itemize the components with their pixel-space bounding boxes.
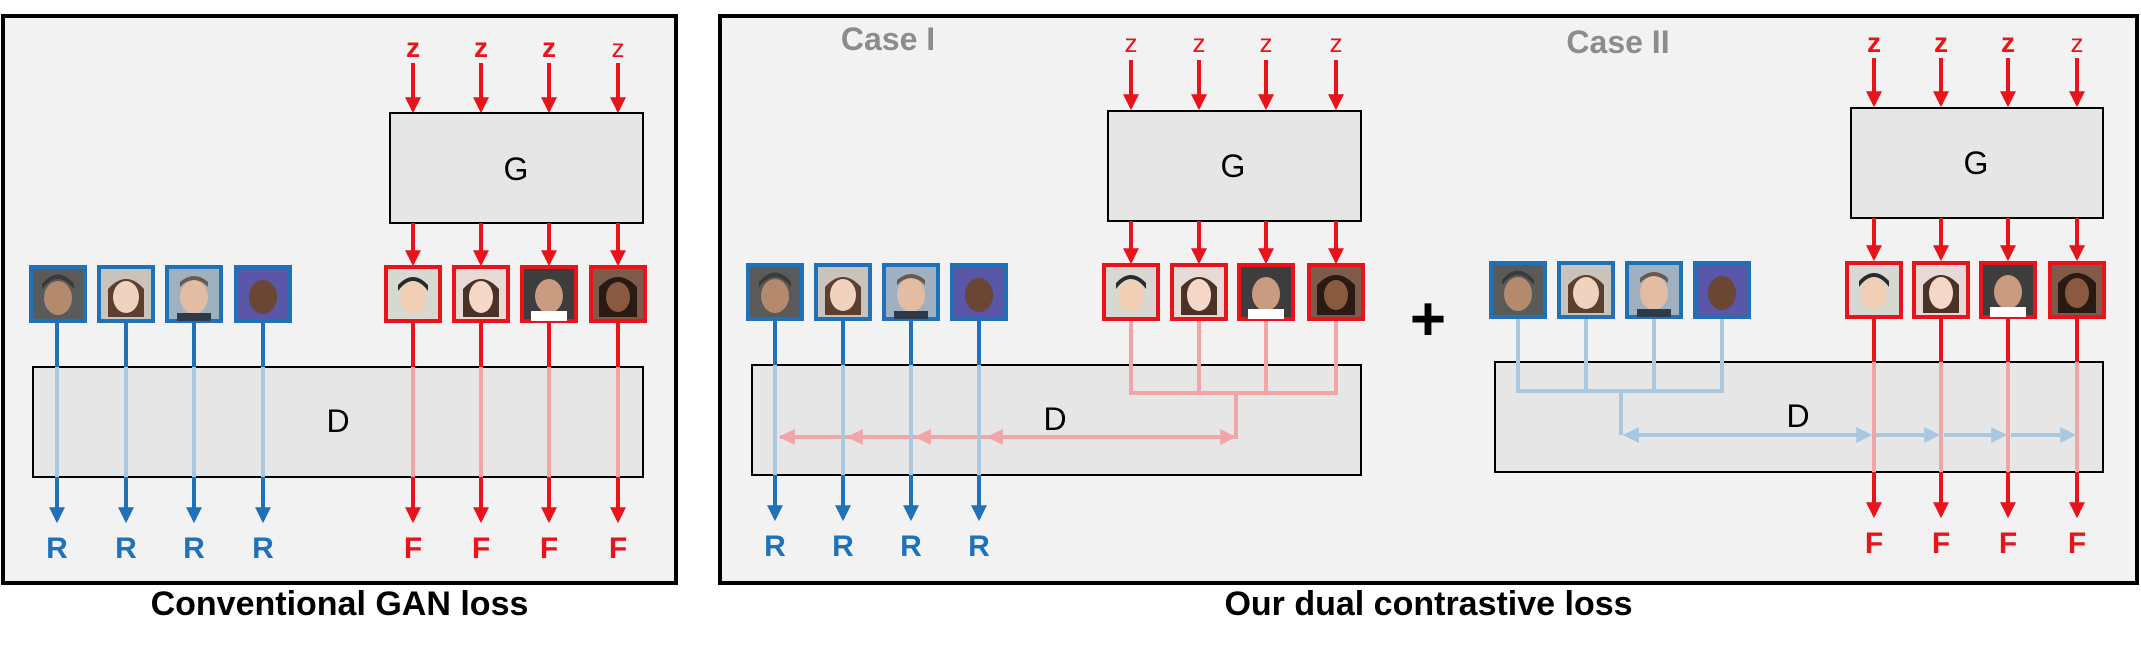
face-photo-icon [1557,261,1615,319]
discriminator-label: D [326,403,349,439]
case1-discriminator-label: D [1043,401,1066,437]
real-output-label: R [968,530,990,563]
case1-real-images [746,263,1008,321]
real-output-label: R [183,532,205,565]
face-photo-icon [882,263,940,321]
left-fake-paths [405,323,626,524]
case2-generator-output-arrows [1866,218,2085,262]
generator-box [389,112,644,224]
fake-output-label: F [1932,527,1950,560]
left-real-paths [49,323,271,524]
face-photo-icon [452,265,510,323]
case1-discriminator-box [751,364,1362,476]
face-photo-icon [234,265,292,323]
face-photo-icon [1489,261,1547,319]
case1-noise-inputs: z z z z [1123,28,1344,111]
face-photo-icon [746,263,804,321]
noise-label: z [2071,28,2084,58]
case2-title: Case II [1566,24,1669,60]
left-real-images [29,265,292,323]
fake-output-label: F [540,532,558,565]
left-fake-images [384,265,647,323]
face-photo-icon [384,265,442,323]
face-photo-icon [2048,261,2106,319]
left-outputs: R R R R F F F F [46,532,627,565]
face-photo-icon [1102,263,1160,321]
noise-label: z [2001,27,2015,58]
generator-output-arrows [405,223,626,267]
case2-generator-label: G [1964,145,1989,181]
case1-title: Case I [841,21,935,57]
case2-fake-images [1845,261,2106,319]
real-output-label: R [764,530,786,563]
face-photo-icon [1845,261,1903,319]
case1-real-paths [767,320,987,522]
noise-label: z [1193,28,1206,58]
fake-output-label: F [472,532,490,565]
face-photo-icon [520,265,578,323]
combine-plus-symbol: + [1410,285,1446,354]
fake-output-label: F [1999,527,2017,560]
real-output-label: R [900,530,922,563]
face-photo-icon [165,265,223,323]
face-photo-icon [1625,261,1683,319]
case1-fake-images [1102,263,1365,321]
noise-label: z [406,32,420,63]
face-photo-icon [1979,261,2037,319]
noise-label: z [612,33,625,63]
fake-output-label: F [404,532,422,565]
face-photo-icon [1912,261,1970,319]
face-photo-icon [1237,263,1295,321]
generator-label: G [504,151,529,187]
case2-noise-inputs: z z z z [1866,27,2085,108]
fake-output-label: F [609,532,627,565]
face-photo-icon [589,265,647,323]
case2-real-images [1489,261,1751,319]
case2-discriminator-label: D [1786,398,1809,434]
real-output-label: R [252,532,274,565]
noise-label: z [1867,27,1881,58]
case1-generator-output-arrows [1123,221,1344,265]
case2-fake-paths [1866,318,2085,519]
noise-label: z [542,32,556,63]
face-photo-icon [29,265,87,323]
case1-outputs: R R R R [764,530,990,563]
noise-label: z [474,32,488,63]
real-output-label: R [46,532,68,565]
case1-fake-aggregation [778,320,1338,445]
real-output-label: R [115,532,137,565]
case2-discriminator-box [1494,361,2104,473]
fake-output-label: F [2068,527,2086,560]
left-panel-caption: Conventional GAN loss [150,585,529,623]
face-photo-icon [1693,261,1751,319]
case2-real-aggregation [1516,318,2077,443]
case2-generator-box [1850,107,2104,219]
face-photo-icon [1170,263,1228,321]
right-panel-caption: Our dual contrastive loss [1224,585,1633,623]
face-photo-icon [814,263,872,321]
noise-label: z [1934,27,1948,58]
face-photo-icon [1307,263,1365,321]
left-noise-inputs: z z z z [405,32,626,114]
face-photo-icon [950,263,1008,321]
noise-label: z [1330,28,1343,58]
real-output-label: R [832,530,854,563]
discriminator-box [32,366,644,478]
fake-output-label: F [1865,527,1883,560]
case1-generator-label: G [1221,148,1246,184]
face-photo-icon [97,265,155,323]
noise-label: z [1260,28,1273,58]
noise-label: z [1125,28,1138,58]
case1-generator-box [1107,110,1362,222]
case2-outputs: F F F F [1865,527,2086,560]
